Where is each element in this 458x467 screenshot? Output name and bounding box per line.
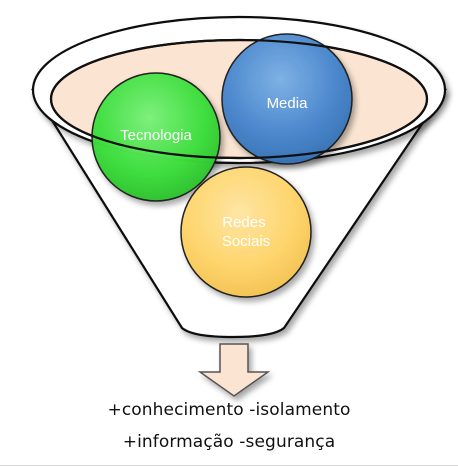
ball-label-media: Media: [267, 95, 309, 112]
ball-label-redes-sociais: Redes Sociais: [222, 214, 270, 250]
ball-tecnologia: [91, 72, 221, 202]
bottom-divider: [0, 465, 458, 466]
outcome-line-2: +informação -segurança: [122, 432, 336, 452]
ball-media: [221, 33, 353, 165]
down-arrow-icon: [197, 343, 271, 397]
outcome-line-1: +conhecimento -isolamento: [107, 400, 351, 420]
ball-redes-sociais: [180, 166, 312, 298]
ball-label-tecnologia: Tecnologia: [120, 127, 192, 144]
funnel-rim-inner-edge: [49, 38, 429, 160]
